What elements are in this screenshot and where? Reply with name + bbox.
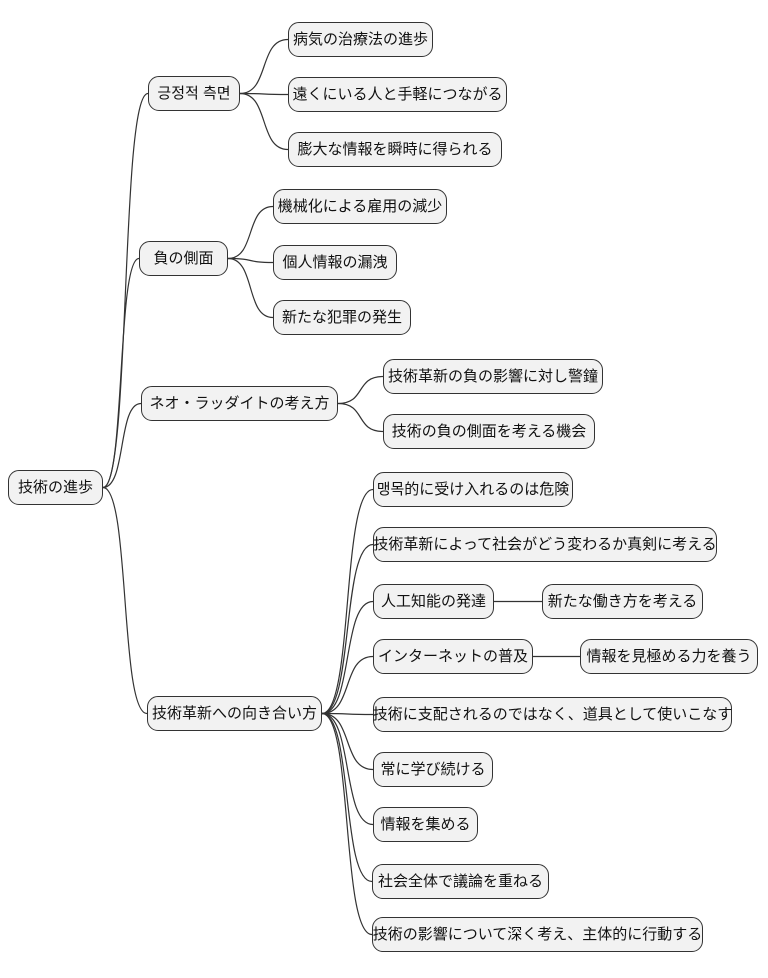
node-positive-2: 遠くにいる人と手軽につながる xyxy=(288,77,507,112)
node-facing-8: 社会全体で議論を重ねる xyxy=(372,864,549,899)
edge-facing-to-facing-1 xyxy=(321,488,374,715)
node-facing-4: インターネットの普及 xyxy=(373,639,533,674)
edge-negative-to-negative-2 xyxy=(227,257,274,264)
edge-facing-to-facing-3 xyxy=(321,600,374,715)
node-facing-4a: 情報を見極める力を養う xyxy=(580,639,758,674)
edge-root-to-facing xyxy=(102,486,148,715)
edge-facing-to-facing-9 xyxy=(321,712,373,936)
edge-facing-to-facing-7 xyxy=(321,712,374,826)
edge-positive-to-positive-1 xyxy=(239,38,289,95)
edge-root-to-neo-luddite xyxy=(102,402,142,489)
node-root: 技術の進歩 xyxy=(8,470,103,505)
edge-positive-to-positive-3 xyxy=(239,92,289,151)
node-facing-5: 技術に支配されるのではなく、道具として使いこなす xyxy=(373,697,732,732)
node-neo-luddite: ネオ・ラッダイトの考え方 xyxy=(141,386,338,421)
edge-negative-to-negative-3 xyxy=(227,257,274,319)
node-positive-3: 膨大な情報を瞬時に得られる xyxy=(288,132,502,167)
node-negative-3: 新たな犯罪の発生 xyxy=(273,300,411,335)
node-facing-2: 技術革新によって社会がどう変わるか真剣に考える xyxy=(373,527,717,562)
node-neo-luddite-1: 技術革新の負の影響に対し警鐘 xyxy=(383,359,603,394)
edge-facing-to-facing-6 xyxy=(321,712,374,771)
edge-neo-luddite-to-neo-luddite-2 xyxy=(337,402,384,433)
edge-facing-to-facing-4 xyxy=(321,655,374,715)
node-facing-3: 人工知能の発達 xyxy=(373,584,494,619)
node-negative: 負の側面 xyxy=(139,241,228,276)
node-facing-3a: 新たな働き方を考える xyxy=(542,584,703,619)
node-positive-1: 病気の治療法の進歩 xyxy=(288,22,433,57)
node-neo-luddite-2: 技術の負の側面を考える機会 xyxy=(383,414,595,449)
edge-neo-luddite-to-neo-luddite-1 xyxy=(337,375,384,405)
node-negative-1: 機械化による雇用の減少 xyxy=(273,189,447,224)
node-facing: 技術革新への向き合い方 xyxy=(147,696,322,731)
node-facing-7: 情報を集める xyxy=(373,807,478,842)
edge-facing-to-facing-5 xyxy=(321,712,374,716)
node-negative-2: 個人情報の漏洩 xyxy=(273,245,397,280)
node-facing-1: 맹목的に受け入れるのは危険 xyxy=(373,472,573,507)
edge-facing-to-facing-2 xyxy=(321,543,374,715)
edge-facing-to-facing-8 xyxy=(321,712,373,883)
edge-positive-to-positive-2 xyxy=(239,92,289,96)
edge-negative-to-negative-1 xyxy=(227,205,274,260)
edge-root-to-negative xyxy=(102,257,140,489)
node-positive: 긍정적 측면 xyxy=(148,76,240,111)
node-facing-6: 常に学び続ける xyxy=(373,752,493,787)
node-facing-9: 技術の影響について深く考え、主体的に行動する xyxy=(372,917,703,952)
